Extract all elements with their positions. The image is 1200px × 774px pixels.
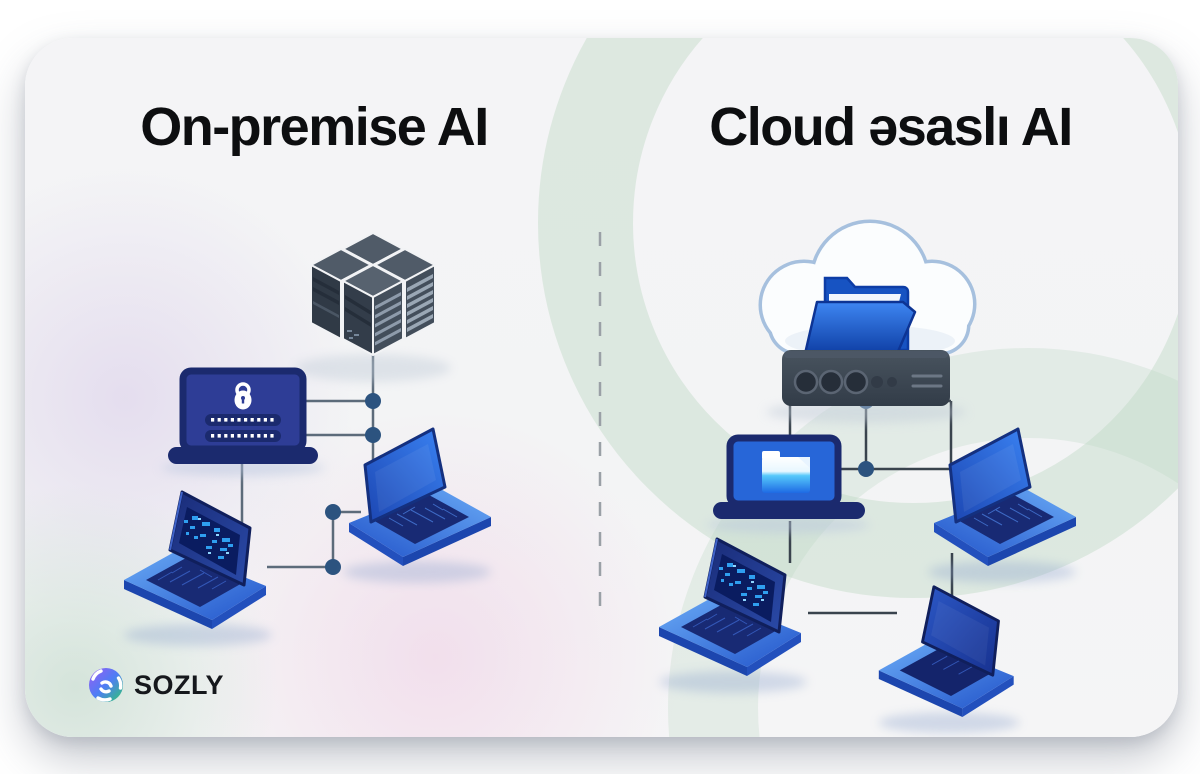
back-view-laptop-icon — [878, 585, 1020, 734]
server-rack-icon — [295, 232, 451, 382]
sozly-logo: SOZLY — [87, 666, 224, 704]
left-network-nodes — [325, 393, 381, 575]
comparison-card: On-premise AI Cloud əsaslı AI — [25, 38, 1178, 737]
folder-laptop-icon — [706, 434, 870, 533]
password-field — [205, 414, 281, 426]
logo-wordmark: SOZLY — [134, 669, 225, 700]
logo-mark-icon — [89, 668, 123, 702]
folder-icon — [803, 276, 917, 356]
blue-laptop-icon — [343, 427, 491, 583]
blue-laptop-icon — [928, 427, 1076, 583]
secure-laptop-icon — [161, 367, 325, 476]
server-bar-icon — [782, 350, 950, 406]
right-panel-title: Cloud əsaslı AI — [709, 97, 1073, 157]
circuit-laptop-icon — [124, 490, 272, 646]
lock-icon — [234, 382, 252, 410]
diagram-canvas — [124, 219, 1076, 734]
password-field — [205, 430, 281, 442]
left-panel-title: On-premise AI — [140, 97, 489, 157]
folder-icon — [762, 451, 810, 493]
circuit-laptop-icon — [659, 537, 807, 693]
cloud-folder-server-icon — [758, 219, 977, 423]
